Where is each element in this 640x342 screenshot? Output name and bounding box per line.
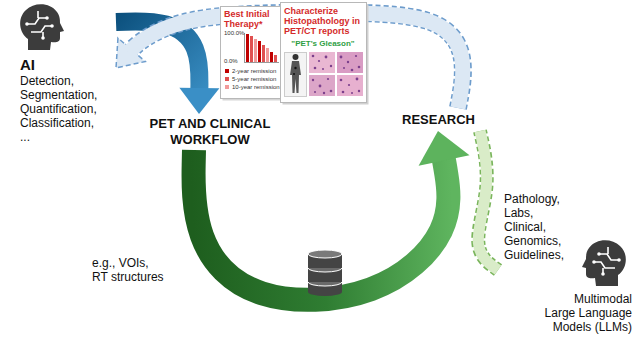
histopathology-report-page	[283, 5, 369, 105]
axis-value: 0.0%	[224, 58, 292, 65]
histopathology-report-page	[351, 69, 354, 72]
ai-head-icon	[45, 16, 49, 20]
llm-head-icon	[582, 240, 626, 286]
histopathology-report-page	[314, 67, 317, 70]
llm-caption: Multimodal Large Language Models (LLMs)	[541, 292, 632, 334]
therapy-report-page	[244, 33, 245, 63]
llm-head-icon	[601, 272, 605, 276]
histopathology-report-page	[356, 78, 359, 81]
therapy-report-page	[266, 48, 269, 62]
histopathology-report-page	[358, 66, 361, 69]
histopathology-report-page	[312, 55, 361, 95]
histopathology-report-page	[351, 92, 353, 94]
histopathology-report-page	[337, 52, 363, 73]
histopathology-report-page	[318, 60, 320, 62]
workflow-stage: PET AND CLINICAL WORKFLOW	[143, 116, 277, 148]
histopathology-report-page	[323, 92, 325, 94]
llm-head-icon	[582, 240, 626, 286]
histopathology-report-page	[294, 67, 296, 69]
therapy-report-page	[246, 34, 249, 62]
report-title: Best Initial Therapy*	[224, 9, 286, 29]
therapy-report-page	[258, 41, 261, 62]
llm-head-icon	[597, 252, 601, 256]
legend-entry: 2-year remission	[232, 67, 292, 75]
histopathology-report-page	[319, 85, 322, 88]
histopathology-report-page	[327, 78, 329, 80]
therapy-report-page	[225, 77, 229, 81]
label-slot: e.g., VOIs, RT structures	[92, 256, 166, 284]
histopathology-report-page	[293, 73, 295, 75]
ai-head-icon	[41, 36, 45, 40]
histopathology-report-page	[281, 3, 369, 105]
histopathology-report-page	[340, 56, 343, 59]
therapy-report-page	[244, 62, 279, 63]
histopathology-report-page	[343, 67, 345, 69]
ai-head-icon	[50, 24, 54, 28]
histopathology-report-page	[330, 90, 333, 93]
llm-head-icon	[592, 260, 596, 264]
histopathology-report-page	[314, 91, 316, 93]
histopathology-report-page	[347, 61, 349, 63]
legend-entry: 10-year remission	[232, 83, 292, 91]
data-source-list: Pathology, Labs, Clinical, Genomics, Gui…	[500, 192, 576, 262]
stage-title: RESEARCH	[402, 112, 475, 127]
therapy-report-page	[254, 39, 257, 62]
histopathology-report-page	[293, 54, 299, 60]
workflow-flow-arrow	[419, 131, 470, 166]
histopathology-report-page	[322, 68, 324, 70]
report-quote: "PET's Gleason"	[284, 39, 362, 49]
llm-head-icon	[594, 247, 619, 274]
ai-capabilities: AIDetection, Segmentation, Quantificatio…	[14, 4, 114, 144]
therapy-report: Best Initial Therapy*100.0% 0.0% 2-year re…	[220, 6, 292, 98]
llm-input-band	[478, 131, 498, 270]
llm-inputs: Pathology, Labs, Clinical, Genomics, Gui…	[500, 190, 636, 336]
histopathology-report-page	[330, 65, 332, 67]
therapy-report-page	[225, 69, 229, 73]
ai-head-icon	[27, 11, 52, 38]
database-icon	[308, 250, 342, 296]
capability-list: Detection, Segmentation, Quantification,…	[14, 74, 104, 144]
legend-entry: 5-year remission	[232, 75, 292, 83]
llm-head-icon	[617, 258, 621, 262]
ai-head-icon	[20, 4, 64, 50]
histopathology-report-page	[348, 84, 350, 86]
therapy-report-page	[270, 52, 273, 62]
ai-heading: AI	[14, 56, 114, 74]
therapy-report-page	[274, 55, 277, 62]
histopathology-report-page	[337, 75, 363, 96]
histopathology-report-page	[309, 52, 335, 73]
histopathology-report-page	[325, 56, 328, 59]
llm-input-band	[478, 131, 498, 270]
ai-head-icon	[25, 22, 29, 26]
therapy-report-page	[225, 85, 229, 89]
histopathology-report-page	[290, 61, 301, 93]
ai-head-icon	[20, 4, 64, 50]
histopathology-report-page	[312, 79, 314, 81]
histopathology-report: Characterize Histopathology in PET/CT re…	[280, 2, 366, 102]
therapy-report-page	[250, 36, 253, 62]
database-icon	[308, 250, 342, 258]
histopathology-report-page	[309, 75, 335, 96]
histopathology-report-page	[340, 79, 343, 82]
histopathology-report-page	[358, 90, 360, 92]
stage-title: PET AND CLINICAL WORKFLOW	[143, 116, 277, 148]
histopathology-report-page	[312, 55, 315, 58]
axis-value: 100.0%	[224, 30, 292, 37]
histopathology-report-page	[342, 91, 345, 94]
llm-input-band	[478, 131, 498, 270]
database-icon	[308, 288, 342, 296]
data-example-label: e.g., VOIs, RT structures	[92, 256, 166, 284]
workflow-flow-arrow	[194, 131, 470, 300]
research-stage: RESEARCH	[398, 110, 479, 129]
histopathology-report-page	[355, 55, 357, 57]
histopathology-report-page	[281, 3, 367, 103]
therapy-report-page	[262, 45, 265, 62]
workflow-flow-arrow	[194, 150, 449, 300]
ai-flow-arrow	[179, 88, 219, 114]
histopathology-report-page	[285, 53, 307, 97]
report-title: Characterize Histopathology in PET/CT re…	[284, 6, 362, 36]
